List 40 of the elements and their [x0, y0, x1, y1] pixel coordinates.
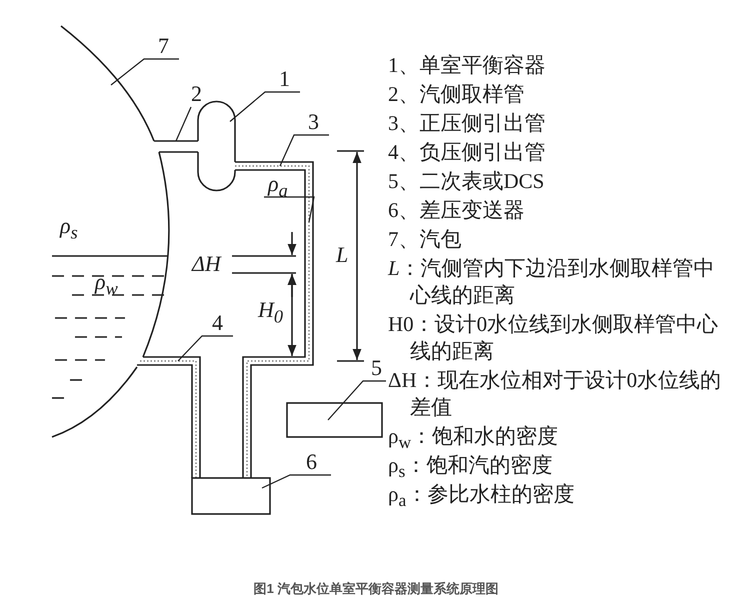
note-text: 4、负压侧引出管 [388, 139, 546, 166]
leader-line [110, 58, 179, 86]
display-box [286, 402, 383, 438]
callout-number: 4 [212, 311, 223, 335]
leader-line [279, 134, 329, 166]
note-text: 7、汽包 [388, 226, 462, 253]
leader-line [262, 474, 331, 489]
note-text: ρ$_{w}$：饱和水的密度 [388, 423, 560, 450]
insulated-pipe [137, 356, 201, 478]
leader-line [328, 380, 386, 420]
steam-sampling-pipe [154, 140, 198, 153]
symbol-label: ΔH [192, 252, 221, 276]
note-text: 6、差压变送器 [388, 197, 526, 224]
symbol-label: ρ$_{w}$ [95, 270, 118, 294]
transmitter-box [191, 477, 271, 515]
callout-number: 3 [308, 110, 319, 134]
symbol-label: ρ$_{a}$ [268, 172, 288, 196]
note-text: 2、汽侧取样管 [388, 81, 526, 108]
note-text: ρ$_{a}$：参比水柱的密度 [388, 481, 576, 508]
callout-number: 2 [191, 82, 202, 106]
balance-vessel [197, 100, 236, 192]
note-text: 3、正压侧引出管 [388, 110, 546, 137]
symbol-label: H$_{0}$ [258, 298, 284, 322]
callout-number: 5 [371, 356, 382, 380]
note-text: 1、单室平衡容器 [388, 52, 546, 79]
leader-line [264, 196, 315, 222]
symbol-label: L [336, 243, 348, 267]
leader-line [178, 335, 233, 362]
callout-number: 7 [158, 34, 169, 58]
leader-line [230, 91, 300, 122]
leader-line [175, 106, 192, 142]
caption: 图1 汽包水位单室平衡容器测量系统原理图 [252, 580, 500, 598]
callout-number: 1 [279, 67, 290, 91]
drum-wall [52, 25, 170, 438]
callout-number: 6 [306, 450, 317, 474]
symbol-label: ρ$_{s}$ [60, 214, 78, 238]
note-text: H0：设计0水位线到水侧取样管中心线的距离 [388, 311, 720, 365]
note-text: 5、二次表或DCS [388, 168, 546, 195]
note-text: L：汽侧管内下边沿到水侧取样管中心线的距离 [388, 255, 716, 309]
note-text: ρ$_{s}$：饱和汽的密度 [388, 452, 554, 479]
